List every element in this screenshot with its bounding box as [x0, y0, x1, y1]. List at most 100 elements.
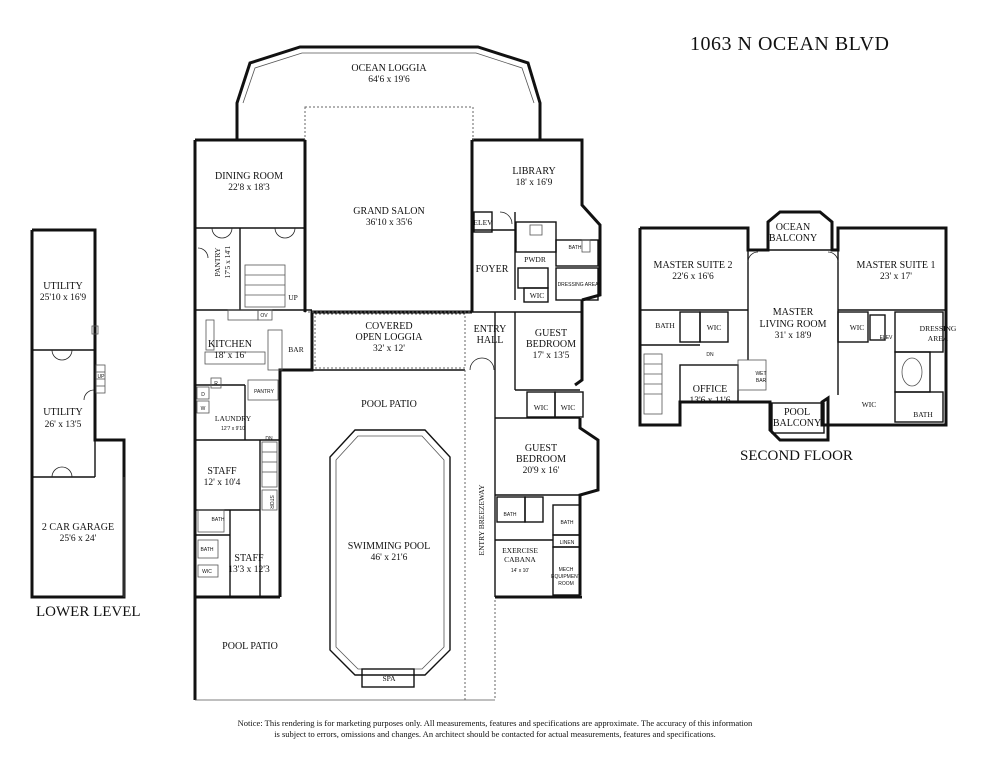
office-label: OFFICE	[693, 384, 727, 395]
master-living-label-1: MASTER	[773, 307, 814, 318]
grand-salon-label: GRAND SALON	[353, 206, 424, 217]
dressing-area-label-2: AREA	[928, 334, 949, 343]
dryer-label: D	[201, 392, 205, 398]
exercise-cabana-dims: 14' x 10'	[511, 568, 529, 574]
grand-salon-dims: 36'10 x 35'6	[366, 218, 412, 228]
library-wic-label: WIC	[530, 291, 545, 300]
property-address-title: 1063 N OCEAN BLVD	[690, 33, 890, 55]
wet-bar-label-2: BAR	[756, 378, 767, 384]
ms1-wic-label: WIC	[850, 323, 865, 332]
ocean-loggia-dims: 64'6 x 19'6	[368, 75, 410, 85]
stair-down-label: DN	[265, 436, 273, 442]
main-stair-up-label: UP	[288, 293, 298, 302]
small-pantry-label: PANTRY	[254, 389, 274, 395]
laundry-label: LAUNDRY	[215, 414, 252, 423]
spa-label: SPA	[382, 674, 396, 683]
mech-room-label-2: EQUIPMENT	[551, 574, 581, 580]
library-label: LIBRARY	[512, 166, 555, 177]
office-dims: 13'6 x 11'6	[689, 396, 730, 406]
dressing-area-label-1: DRESSING	[920, 324, 957, 333]
foyer-label: FOYER	[476, 264, 509, 275]
second-floor-labels: OCEAN BALCONY MASTER SUITE 2 22'6 x 16'6…	[654, 222, 957, 429]
pool-balcony-label-2: BALCONY	[773, 418, 821, 429]
dressing-area-label: DRESSING AREA	[558, 282, 600, 288]
swimming-pool-dims: 46' x 21'6	[371, 553, 408, 563]
pantry-label: PANTRY	[213, 247, 222, 276]
disclaimer-line-2: is subject to errors, omissions and chan…	[274, 729, 716, 739]
exercise-cabana-label-2: CABANA	[504, 555, 536, 564]
dining-room-label: DINING ROOM	[215, 171, 283, 182]
bar-label: BAR	[288, 345, 303, 354]
wet-bar-label-1: WET	[755, 371, 766, 377]
ocean-balcony-label-1: OCEAN	[776, 222, 810, 233]
ms2-wic-label: WIC	[707, 323, 722, 332]
ms1-bath-label: BATH	[913, 410, 933, 419]
library-bath-label: BATH	[569, 245, 582, 251]
second-floor-caption: SECOND FLOOR	[740, 448, 853, 464]
guest-wic-1-label: WIC	[534, 403, 549, 412]
staff-1-label: STAFF	[207, 466, 237, 477]
lower-level-plan: UTILITY 25'10 x 16'9 UTILITY 26' x 13'5 …	[30, 228, 126, 599]
staff-wic-label: WIC	[202, 569, 212, 575]
storage-label: STOR	[268, 495, 274, 509]
covered-loggia-label-2: OPEN LOGGIA	[356, 332, 424, 343]
pool-patio-bottom-label: POOL PATIO	[222, 641, 278, 652]
utility-room-2-label: UTILITY	[43, 407, 82, 418]
cabana-bath-label: BATH	[504, 512, 517, 518]
kitchen-dims: 18' x 16'	[214, 351, 246, 361]
entry-hall-label-2: HALL	[477, 335, 504, 346]
cabana-bath-2-label: BATH	[561, 520, 574, 526]
master-suite-2-label: MASTER SUITE 2	[654, 260, 733, 271]
staff-bath-label: BATH	[212, 517, 225, 523]
laundry-dims: 12'7 x 9'10	[221, 426, 245, 432]
lower-level-caption: LOWER LEVEL	[36, 604, 141, 620]
staff-2-label: STAFF	[234, 553, 264, 564]
washer-label: W	[201, 406, 206, 412]
garage-label: 2 CAR GARAGE	[42, 522, 114, 533]
guest-bedroom-2-label-1: GUEST	[525, 443, 557, 454]
pantry-dims: 17'5 x 14'1	[223, 245, 232, 278]
second-floor-plan	[638, 210, 948, 442]
second-floor-elevator-label: ELEV	[880, 335, 893, 341]
linen-label: LINEN	[560, 540, 575, 546]
mech-room-label-1: MECH	[559, 567, 574, 573]
master-suite-2-dims: 22'6 x 16'6	[672, 272, 714, 282]
elevator-label: ELEV	[473, 218, 493, 227]
dining-room-dims: 22'8 x 18'3	[228, 183, 270, 193]
guest-wic-2-label: WIC	[561, 403, 576, 412]
second-floor-stair-dn-label: DN	[706, 352, 714, 358]
guest-bedroom-2-dims: 20'9 x 16'	[523, 466, 560, 476]
covered-loggia-dims: 32' x 12'	[373, 344, 405, 354]
guest-bedroom-1-label-1: GUEST	[535, 328, 567, 339]
main-floor-labels: OCEAN LOGGIA 64'6 x 19'6 DINING ROOM 22'…	[201, 63, 600, 683]
mech-room-label-3: ROOM	[558, 581, 574, 587]
guest-bedroom-1-label-2: BEDROOM	[526, 339, 576, 350]
ocean-loggia-label: OCEAN LOGGIA	[351, 63, 427, 74]
master-suite-1-label: MASTER SUITE 1	[857, 260, 936, 271]
master-suite-1-dims: 23' x 17'	[880, 272, 912, 282]
utility-room-2-dims: 26' x 13'5	[45, 420, 82, 430]
powder-room-label: PWDR	[524, 255, 546, 264]
disclaimer-notice: Notice: This rendering is for marketing …	[170, 718, 820, 740]
ocean-balcony-label-2: BALCONY	[769, 233, 817, 244]
fridge-label: R	[214, 381, 218, 387]
entry-breezeway-label: ENTRY BREEZEWAY	[477, 484, 486, 555]
ms1-lower-wic-label: WIC	[862, 400, 877, 409]
guest-bedroom-2-label-2: BEDROOM	[516, 454, 566, 465]
lower-stair-up-label: UP	[98, 374, 106, 380]
oven-label: OV	[260, 313, 268, 319]
guest-bedroom-1-dims: 17' x 13'5	[533, 351, 570, 361]
disclaimer-line-1: Notice: This rendering is for marketing …	[237, 718, 753, 728]
staff-1-dims: 12' x 10'4	[204, 478, 241, 488]
garage-dims: 25'6 x 24'	[60, 534, 97, 544]
utility-room-1-dims: 25'10 x 16'9	[40, 293, 86, 303]
staff-2-bath-label: BATH	[201, 547, 214, 553]
swimming-pool-label: SWIMMING POOL	[348, 541, 431, 552]
staff-2-dims: 13'3 x 12'3	[228, 565, 270, 575]
library-dims: 18' x 16'9	[516, 178, 553, 188]
entry-hall-label-1: ENTRY	[474, 324, 507, 335]
master-living-dims: 31' x 18'9	[775, 331, 812, 341]
utility-room-1-label: UTILITY	[43, 281, 82, 292]
main-floor-plan	[193, 45, 602, 701]
